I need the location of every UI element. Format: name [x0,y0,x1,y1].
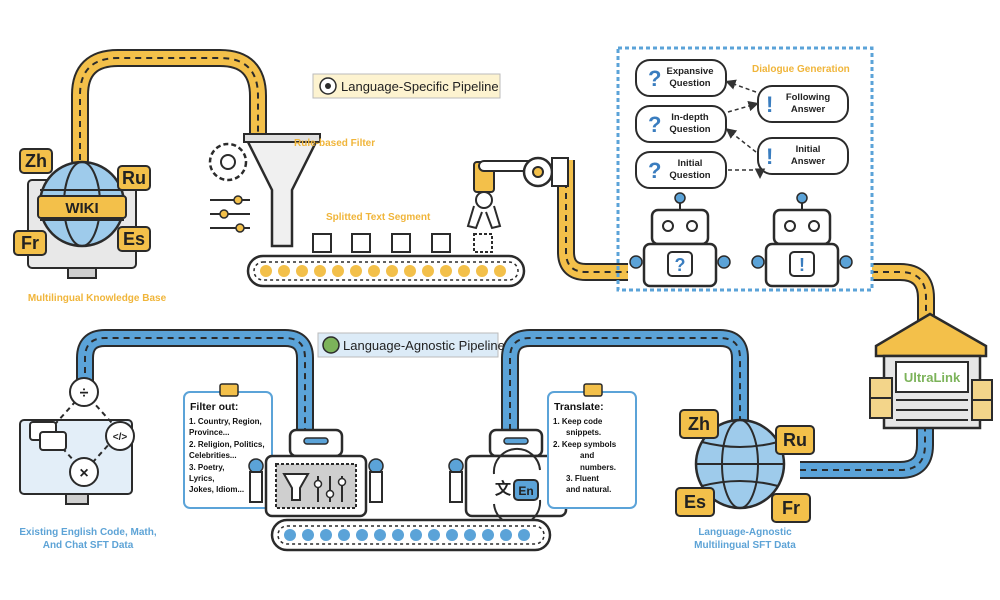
svg-text:Lyrics,: Lyrics, [189,474,215,483]
svg-text:Expansive: Expansive [667,66,714,77]
exclaim-icon: ! [799,255,805,275]
translate-note-title: Translate: [554,401,604,413]
svg-text:Question: Question [669,78,710,89]
svg-text:3. Poetry,: 3. Poetry, [189,463,224,472]
lang-fr: Fr [782,498,800,518]
knowledge-base-monitor: WIKI [27,160,137,279]
clip-icon [219,383,239,397]
svg-text:numbers.: numbers. [580,463,616,472]
svg-text:and natural.: and natural. [566,485,611,494]
svg-text:Province...: Province... [189,428,229,437]
times-icon: × [79,465,88,482]
wiki-lang-badge: Ru [117,165,151,191]
lang-zh: Zh [688,414,710,434]
wiki-lang-badge: Es [117,226,151,252]
svg-text:and: and [580,451,594,460]
svg-text:Initial: Initial [678,158,703,169]
dialogue-generation-label: Dialogue Generation [752,64,850,75]
filter-robot [248,428,384,518]
wiki-lang-badge: Zh [19,148,53,174]
ultralink-label: UltraLink [904,370,961,385]
svg-text:3. Fluent: 3. Fluent [566,474,599,483]
output-globe [694,418,786,510]
question-icon: ? [648,158,661,183]
initial-question-bubble: ? Initial Question [635,151,727,189]
wiki-text: WIKI [65,200,98,217]
code-icon: </> [113,432,128,443]
funnel-icon [282,473,310,501]
rule-filter-label: Rule-based Filter [294,138,375,149]
agnostic-pipeline-title: Language-Agnostic Pipeline [343,338,505,353]
svg-text:Celebrities...: Celebrities... [189,451,237,460]
existing-data-monitor: ÷ </> × [19,377,135,505]
agnostic-data-label-2: Multilingual SFT Data [694,540,796,551]
following-answer-bubble: ! Following Answer [757,85,849,123]
robot-arm [466,156,569,230]
lang-es: Es [684,492,706,512]
agnostic-data-label-1: Language-Agnostic [698,527,792,538]
globe-icon [322,336,340,354]
lang-es: Es [123,229,145,249]
blue-conveyor [270,518,552,552]
svg-text:2. Keep symbols: 2. Keep symbols [553,440,617,449]
output-lang-badge: Zh [679,409,719,439]
dialogue-arrows [725,79,766,179]
ultralink-warehouse: UltraLink [869,312,993,430]
output-lang-badge: Es [675,487,715,517]
svg-text:Answer: Answer [791,156,826,167]
existing-data-label-2: And Chat SFT Data [43,540,134,551]
existing-data-label-1: Existing English Code, Math, [19,527,156,538]
svg-text:Question: Question [669,170,710,181]
filter-note-title: Filter out: [190,401,238,413]
text-segment-boxes [312,233,493,253]
svg-text:1. Keep code: 1. Keep code [553,417,603,426]
svg-text:Jokes, Idiom...: Jokes, Idiom... [189,485,244,494]
expansive-question-bubble: ? Expansive Question [635,59,727,97]
dialogue-generation-box [616,46,874,292]
lang-ru: Ru [783,430,807,450]
initial-answer-bubble: ! Initial Answer [757,137,849,175]
indepth-question-bubble: ? In-depth Question [635,105,727,143]
translate-target-icon: En [518,484,533,498]
svg-text:Following: Following [786,92,831,103]
text-segment-label: Splitted Text Segment [326,212,431,223]
knowledge-base-label: Multilingual Knowledge Base [28,293,167,304]
question-icon: ? [648,66,661,91]
exclaim-icon: ! [766,144,773,169]
lang-zh: Zh [25,151,47,171]
question-robot: ? [629,192,731,288]
specific-pipeline-tag: Language-Specific Pipeline [312,73,501,99]
exclaim-icon: ! [766,92,773,117]
question-icon: ? [648,112,661,137]
yellow-conveyor [246,254,526,288]
svg-text:snippets.: snippets. [566,428,601,437]
svg-text:1. Country, Region,: 1. Country, Region, [189,417,262,426]
answer-robot: ! [751,192,853,288]
wiki-lang-badge: Fr [13,230,47,256]
question-icon: ? [675,255,686,275]
agnostic-pipeline-tag: Language-Agnostic Pipeline [317,332,505,358]
svg-text:Answer: Answer [791,104,826,115]
svg-text:2. Religion, Politics,: 2. Religion, Politics, [189,440,265,449]
divide-icon: ÷ [80,385,89,402]
output-lang-badge: Ru [775,425,815,455]
output-lang-badge: Fr [771,493,811,523]
lang-ru: Ru [122,168,146,188]
translate-note: Translate: 1. Keep code snippets. 2. Kee… [547,383,637,509]
svg-text:Question: Question [669,124,710,135]
svg-text:Initial: Initial [796,144,821,155]
blue-track [76,329,934,479]
lang-fr: Fr [21,233,39,253]
svg-text:In-depth: In-depth [671,112,709,123]
clip-icon [583,383,603,397]
translate-source-icon: 文 [495,479,512,498]
specific-pipeline-title: Language-Specific Pipeline [341,79,499,94]
rule-filter-funnel [208,133,321,248]
yellow-track [71,49,935,332]
